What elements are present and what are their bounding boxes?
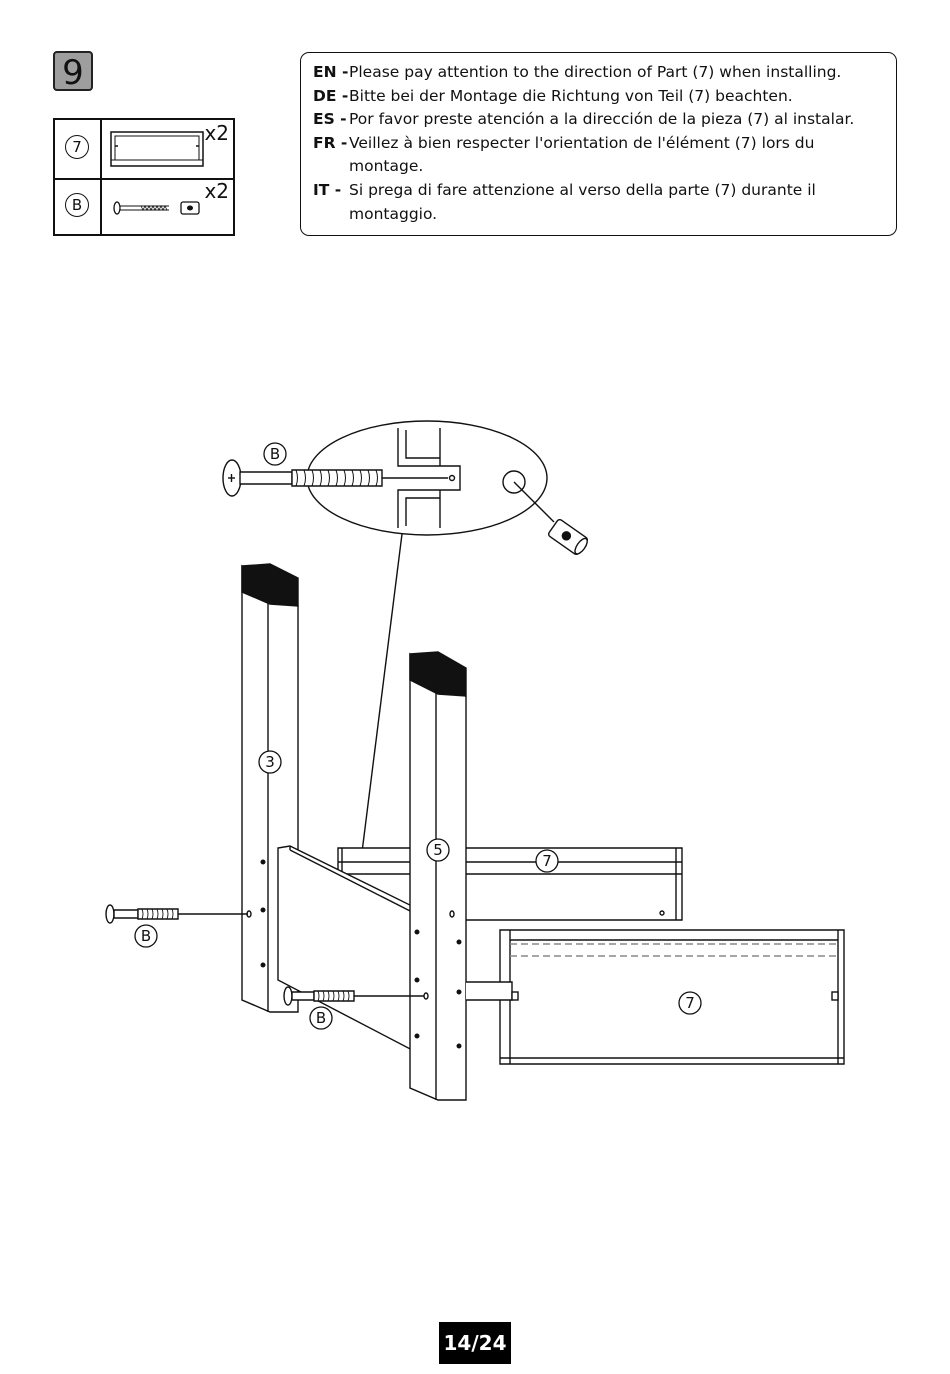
note-fr: FR - Veillez à bien respecter l'orientat… <box>313 132 886 179</box>
diagram-labels <box>134 442 702 1030</box>
label-bolt-middle: B <box>316 1009 326 1027</box>
page-number: 14/24 <box>439 1322 511 1364</box>
label-rail-back: 7 <box>542 852 552 870</box>
part-id-circle: 7 <box>65 135 89 159</box>
language-code: EN - <box>313 63 349 81</box>
note-text: Por favor preste atención a la dirección… <box>349 110 855 129</box>
parts-list-table: 7 x2 B x2 <box>53 118 235 236</box>
label-detail-bolt: B <box>270 445 280 463</box>
detail-bolt <box>222 459 448 497</box>
note-de: DE - Bitte bei der Montage die Richtung … <box>313 85 886 109</box>
note-text: Veillez à bien respecter l'orientation d… <box>349 133 815 176</box>
part-quantity: x2 <box>204 179 229 203</box>
label-bolt-left: B <box>141 927 151 945</box>
parts-row-b: B x2 <box>55 178 233 236</box>
note-text: Please pay attention to the direction of… <box>349 63 842 81</box>
language-code: IT - <box>313 180 342 199</box>
label-leg-right: 5 <box>433 841 443 859</box>
note-it: IT - Si prega di fare attenzione al vers… <box>313 179 886 226</box>
bolt-left <box>105 904 248 924</box>
rail-front <box>466 929 845 1065</box>
panel-icon <box>110 131 204 167</box>
label-leg-left: 3 <box>265 753 275 771</box>
note-text: Bitte bei der Montage die Richtung von T… <box>349 86 793 105</box>
note-en: EN - Please pay attention to the directi… <box>313 61 886 85</box>
note-es: ES - Por favor preste atención a la dire… <box>313 108 886 132</box>
step-number: 9 <box>62 53 84 93</box>
bolt-middle <box>283 986 424 1006</box>
language-code: ES - <box>313 110 347 129</box>
label-rail-front: 7 <box>685 994 695 1012</box>
instruction-note-box: EN - Please pay attention to the directi… <box>300 52 897 236</box>
language-code: DE - <box>313 86 349 105</box>
language-code: FR - <box>313 133 348 152</box>
note-text: Si prega di fare attenzione al verso del… <box>349 180 816 223</box>
part-quantity: x2 <box>204 121 229 145</box>
part-id-circle: B <box>65 193 89 217</box>
leg-right <box>409 651 467 1101</box>
table-divider <box>100 120 102 234</box>
bolt-with-barrel-nut-icon <box>113 201 200 215</box>
step-number-badge: 9 <box>53 51 93 93</box>
parts-row-7: 7 x2 <box>55 120 233 180</box>
